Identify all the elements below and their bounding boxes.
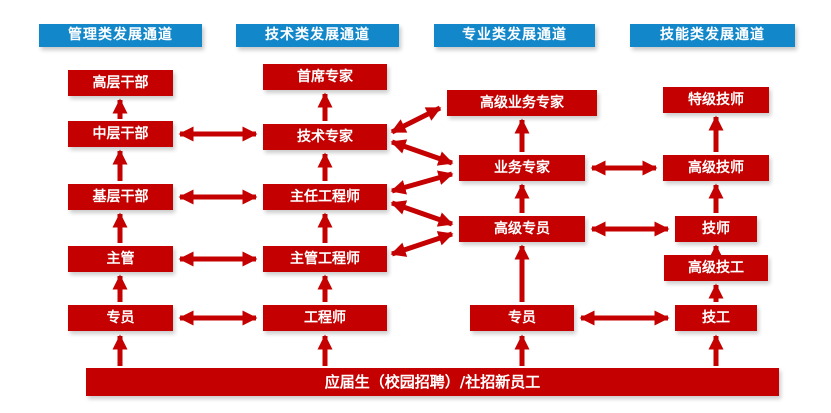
level-box-technical-5: 工程师 [263, 305, 387, 331]
level-box-skill-4: 高级技工 [664, 255, 768, 281]
level-box-management-4: 主管 [68, 246, 173, 272]
double-arrow [390, 170, 454, 195]
level-box-management-3: 基层干部 [68, 184, 173, 210]
level-box-skill-5: 技工 [675, 305, 757, 331]
channel-header-professional: 专业类发展通道 [434, 24, 595, 47]
level-box-skill-2: 高级技师 [663, 155, 769, 181]
channel-header-technical: 技术类发展通道 [236, 24, 399, 47]
level-box-technical-3: 主任工程师 [263, 184, 387, 210]
entry-bar: 应届生（校园招聘）/社招新员工 [86, 368, 779, 396]
channel-header-management: 管理类发展通道 [39, 24, 202, 47]
double-arrow [390, 231, 454, 257]
level-box-professional-2: 业务专家 [459, 155, 585, 181]
level-box-professional-3: 高级专员 [459, 216, 585, 242]
channel-header-skill: 技能类发展通道 [630, 24, 795, 47]
level-box-management-2: 中层干部 [68, 121, 173, 147]
level-box-professional-1: 高级业务专家 [447, 90, 597, 116]
level-box-skill-1: 特级技师 [663, 87, 769, 113]
level-box-management-5: 专员 [68, 305, 173, 331]
double-arrow [390, 105, 442, 135]
level-box-management-1: 高层干部 [68, 70, 173, 96]
double-arrow [390, 200, 454, 227]
level-box-technical-1: 首席专家 [263, 64, 387, 90]
double-arrow [390, 139, 454, 166]
level-box-skill-3: 技师 [675, 216, 757, 242]
level-box-technical-4: 主管工程师 [263, 246, 387, 272]
level-box-professional-4: 专员 [470, 305, 574, 331]
level-box-technical-2: 技术专家 [263, 124, 387, 150]
